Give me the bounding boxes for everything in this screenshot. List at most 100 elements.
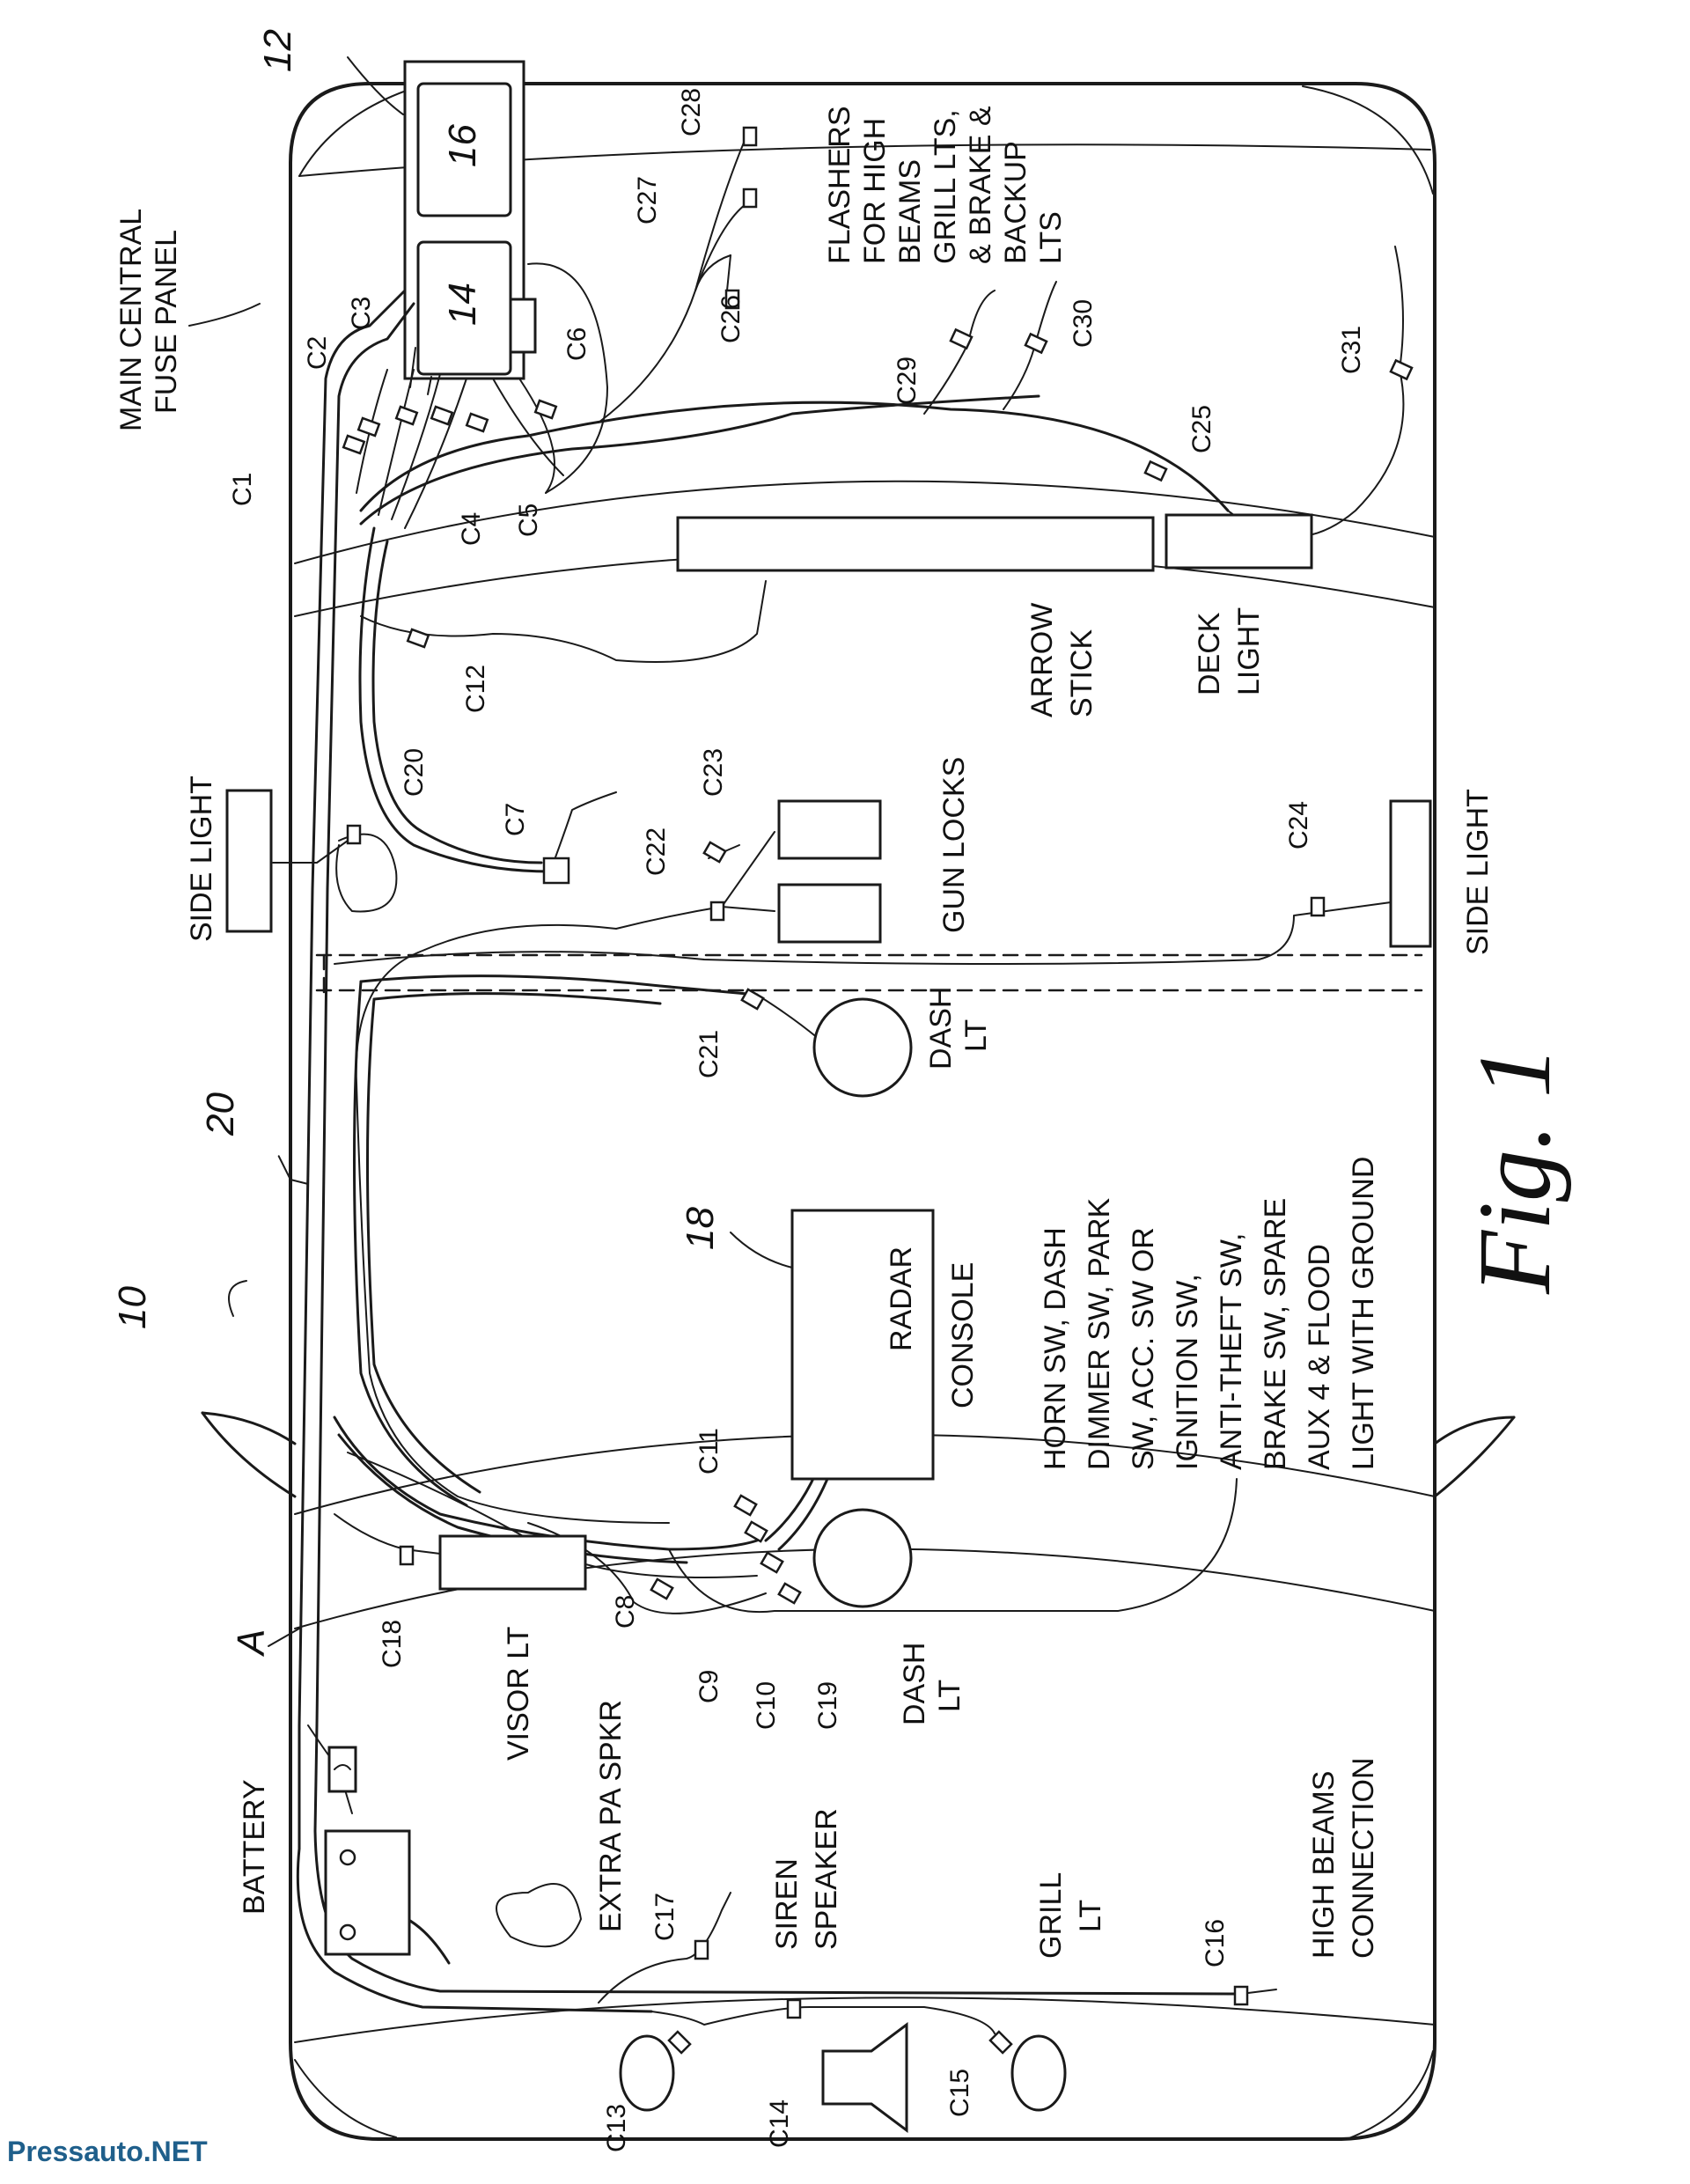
arrow-stick-box [676, 516, 1155, 572]
fuse-panel [403, 60, 537, 395]
label-flashers-4: GRILL LTS, [929, 109, 962, 264]
connector-label-c22: C22 [642, 827, 671, 876]
label-switches-7: AUX 4 & FLOOD [1303, 1244, 1336, 1470]
connector-label-c4: C4 [457, 512, 486, 546]
label-main-fuse-panel-2: FUSE PANEL [150, 230, 183, 414]
label-side-light-right: SIDE LIGHT [1461, 789, 1495, 955]
connector-label-c9: C9 [694, 1670, 724, 1703]
connector-label-c21: C21 [694, 1030, 724, 1078]
connector-label-c19: C19 [813, 1681, 842, 1730]
console-box [790, 1209, 935, 1481]
label-dash-lt-lower-1: DASH [898, 1643, 931, 1725]
label-arrow-stick-1: ARROW [1025, 603, 1059, 717]
label-visor-lt: VISOR LT [502, 1627, 535, 1761]
connector-label-c26: C26 [716, 295, 746, 343]
gun-lock-box-2 [777, 883, 882, 944]
label-dash-lt-upper-2: LT [959, 1019, 993, 1052]
ref-fuse-block-14: 14 [441, 283, 484, 326]
connector-label-c20: C20 [400, 748, 429, 797]
connector-label-c18: C18 [378, 1620, 407, 1668]
ref-harness-main: 20 [199, 1092, 242, 1136]
label-main-fuse-panel-1: MAIN CENTRAL [114, 209, 148, 431]
connector-labels: C1 C2 C3 C4 C5 C6 C7 C8 C9 C10 C11 C12 C… [228, 88, 1366, 2152]
connector-label-c5: C5 [514, 504, 543, 537]
label-flashers-7: LTS [1034, 211, 1068, 264]
label-flashers-5: & BRAKE & [964, 106, 997, 264]
siren-speaker-shape [821, 2022, 908, 2133]
label-siren-speaker-1: SIREN [770, 1858, 804, 1950]
label-battery: BATTERY [238, 1779, 271, 1915]
label-deck-light-2: LIGHT [1232, 607, 1266, 695]
connector-label-c15: C15 [945, 2069, 974, 2117]
label-flashers-6: BACKUP [999, 141, 1032, 264]
label-flashers-1: FLASHERS [823, 107, 856, 265]
label-side-light-left: SIDE LIGHT [185, 776, 218, 942]
connector-label-c25: C25 [1187, 405, 1216, 453]
grill-lt-right [1010, 2034, 1067, 2112]
connector-label-c14: C14 [765, 2099, 794, 2148]
grill-lt-left [619, 2034, 675, 2112]
connector-label-c30: C30 [1069, 299, 1098, 348]
connector-label-c10: C10 [752, 1681, 781, 1730]
dash-lt-upper-circle [812, 997, 913, 1098]
connector-label-c3: C3 [347, 297, 376, 330]
connector-label-c2: C2 [303, 336, 332, 370]
label-dash-lt-upper-1: DASH [924, 987, 958, 1070]
fuse-block-16 [416, 82, 512, 217]
label-switches-6: BRAKE SW, SPARE [1259, 1198, 1292, 1470]
side-light-right-box [1389, 799, 1432, 948]
leader-lines [188, 56, 793, 1647]
inline-fuse [327, 1746, 357, 1793]
connector-label-c28: C28 [677, 88, 706, 136]
ref-figure: 10 [111, 1286, 154, 1329]
label-switches-5: ANTI-THEFT SW, [1215, 1233, 1248, 1470]
label-flashers-3: BEAMS [893, 159, 927, 264]
connector-label-c11: C11 [694, 1428, 724, 1474]
label-flashers-2: FOR HIGH [858, 118, 892, 264]
label-console: CONSOLE [946, 1262, 980, 1408]
ref-fuse-block-16: 16 [441, 124, 484, 167]
connector-label-c27: C27 [633, 176, 662, 224]
label-deck-light-1: DECK [1193, 612, 1226, 695]
ref-console: 18 [679, 1207, 722, 1250]
label-switches-3: SW, ACC. SW OR [1127, 1227, 1160, 1470]
label-arrow-stick-2: STICK [1065, 629, 1098, 717]
connector-label-c12: C12 [461, 665, 490, 713]
label-switches-4: IGNITION SW, [1171, 1274, 1204, 1470]
label-high-beams-1: HIGH BEAMS [1307, 1771, 1341, 1959]
connector-label-c29: C29 [893, 357, 922, 405]
battery-box [324, 1829, 411, 1956]
labels: 12 16 14 20 18 10 A Fig. 1 MAIN CENTRAL … [111, 29, 1572, 1959]
watermark-text: Pressauto.NET [7, 2136, 208, 2167]
connector-label-c23: C23 [699, 748, 728, 797]
side-light-left-box [225, 789, 273, 933]
label-siren-speaker-2: SPEAKER [810, 1808, 843, 1950]
connector-label-c24: C24 [1284, 801, 1313, 849]
connector-label-c13: C13 [602, 2104, 631, 2152]
connector-markers [342, 126, 1414, 2055]
label-radar: RADAR [885, 1246, 918, 1351]
connector-label-c16: C16 [1201, 1919, 1230, 1967]
label-switches-2: DIMMER SW, PARK [1083, 1198, 1116, 1470]
deck-light-box [1165, 513, 1313, 570]
label-switches-1: HORN SW, DASH [1039, 1227, 1072, 1470]
label-gun-locks: GUN LOCKS [937, 757, 971, 933]
dash-lt-lower-circle [812, 1508, 913, 1608]
ref-harness-point: A [230, 1629, 273, 1658]
ref-fuse-box: 12 [256, 29, 299, 72]
gun-lock-box-1 [777, 799, 882, 860]
connector-label-c31: C31 [1337, 326, 1366, 374]
visor-lt-box [438, 1534, 587, 1591]
connector-label-c1: C1 [228, 473, 257, 506]
label-grill-lt-2: LT [1074, 1900, 1107, 1932]
label-grill-lt-1: GRILL [1034, 1872, 1068, 1959]
components [225, 513, 1432, 2133]
connector-label-c8: C8 [611, 1595, 640, 1629]
figure-caption: Fig. 1 [1457, 1046, 1572, 1295]
label-dash-lt-lower-2: LT [933, 1680, 966, 1712]
connector-label-c6: C6 [562, 327, 592, 361]
connector-label-c17: C17 [650, 1893, 680, 1941]
label-extra-pa-spkr: EXTRA PA SPKR [594, 1700, 628, 1932]
